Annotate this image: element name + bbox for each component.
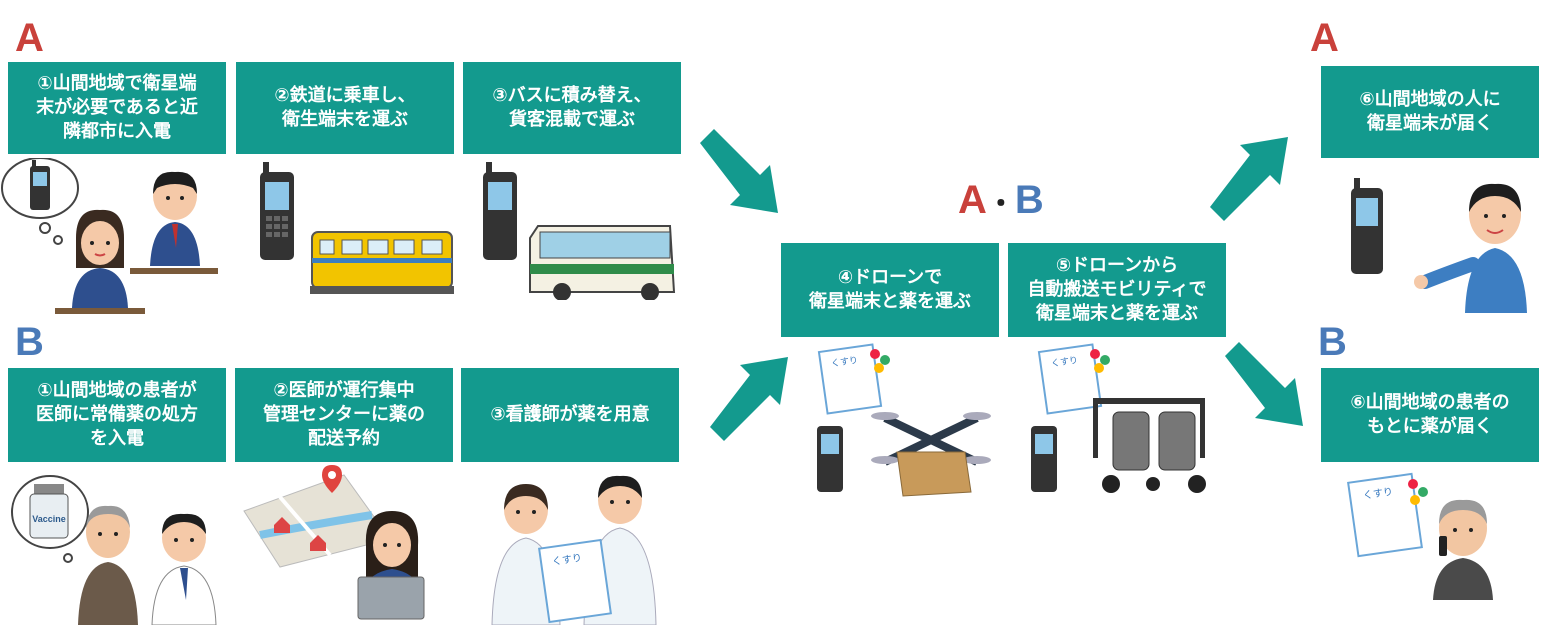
medicine-bag-icon: くすり — [538, 538, 612, 624]
medicine-bag-label: くすり — [551, 552, 582, 568]
label-ab-b: B — [1014, 178, 1044, 222]
phone-icon — [1351, 178, 1383, 274]
step-5-box: ⑤ドローンから 自動搬送モビリティで 衛星端末と薬を運ぶ — [1008, 243, 1226, 337]
patient-call-illustration: Vaccine — [11, 475, 217, 625]
phone-icon — [1031, 426, 1057, 492]
phone-icon — [30, 160, 50, 210]
vaccine-label: Vaccine — [32, 514, 66, 524]
medicine-bag-icon: くすり — [1037, 343, 1110, 415]
step-a3-box: ③バスに積み替え、 貨客混載で運ぶ — [463, 62, 681, 154]
operator-icon — [130, 171, 218, 274]
medicine-bag-label: くすり — [830, 355, 858, 370]
phone-icon — [260, 162, 294, 260]
label-ab-a: A — [958, 178, 987, 222]
arrow-a-to-hub — [700, 129, 778, 213]
bus-icon — [529, 225, 676, 300]
label-a-right: A — [1310, 16, 1339, 60]
label-a-left: A — [15, 16, 44, 60]
medicine-bag-label: くすり — [1050, 355, 1078, 370]
step-a1-box: ①山間地域で衛星端 末が必要であると近 隣都市に入電 — [8, 62, 226, 154]
bus-illustration — [483, 162, 676, 300]
resident-illustration — [1351, 178, 1527, 313]
dispatch-center-illustration — [243, 465, 425, 620]
phone-icon — [817, 426, 843, 492]
map-icon — [243, 465, 391, 568]
step-b2-box: ②医師が運行集中 管理センターに薬の 配送予約 — [235, 368, 453, 462]
label-ab: A・B — [958, 180, 1044, 224]
step-a2-box: ②鉄道に乗車し、 衛生端末を運ぶ — [236, 62, 454, 154]
step-b6-box: ⑥山間地域の患者の もとに薬が届く — [1321, 368, 1539, 462]
medicine-bag-icon: くすり — [1347, 472, 1428, 558]
step-b3-box: ③看護師が薬を用意 — [461, 368, 679, 462]
label-ab-dot: ・ — [986, 188, 1015, 219]
phone-icon — [483, 162, 517, 260]
patient-receive-illustration: くすり — [1347, 472, 1493, 600]
mobility-icon — [1093, 398, 1206, 493]
medicine-bag-label: くすり — [1362, 486, 1393, 502]
mobility-illustration: くすり — [1031, 343, 1206, 493]
arrow-hub-to-a — [1210, 137, 1288, 221]
medicine-bag-icon: くすり — [817, 343, 890, 415]
drone-illustration: くすり — [817, 343, 991, 497]
vaccine-icon: Vaccine — [29, 484, 69, 539]
arrow-b-to-hub — [710, 357, 788, 441]
step-4-box: ④ドローンで 衛星端末と薬を運ぶ — [781, 243, 999, 337]
doctor-icon — [151, 513, 217, 625]
train-illustration — [260, 162, 454, 294]
person-icon — [1414, 183, 1527, 313]
patient-icon — [1433, 499, 1493, 600]
step-a6-box: ⑥山間地域の人に 衛星端末が届く — [1321, 66, 1539, 158]
laptop-icon — [357, 576, 425, 620]
label-b-left: B — [15, 320, 44, 364]
step-b1-box: ①山間地域の患者が 医師に常備薬の処方 を入電 — [8, 368, 226, 462]
operator-icon — [55, 209, 145, 314]
nurse-illustration: くすり — [491, 475, 657, 625]
label-b-right: B — [1318, 320, 1347, 364]
patient-icon — [78, 505, 138, 625]
drone-icon — [871, 412, 991, 497]
train-icon — [310, 231, 454, 294]
arrow-hub-to-b — [1225, 342, 1303, 426]
operator-call-illustration — [1, 158, 218, 314]
